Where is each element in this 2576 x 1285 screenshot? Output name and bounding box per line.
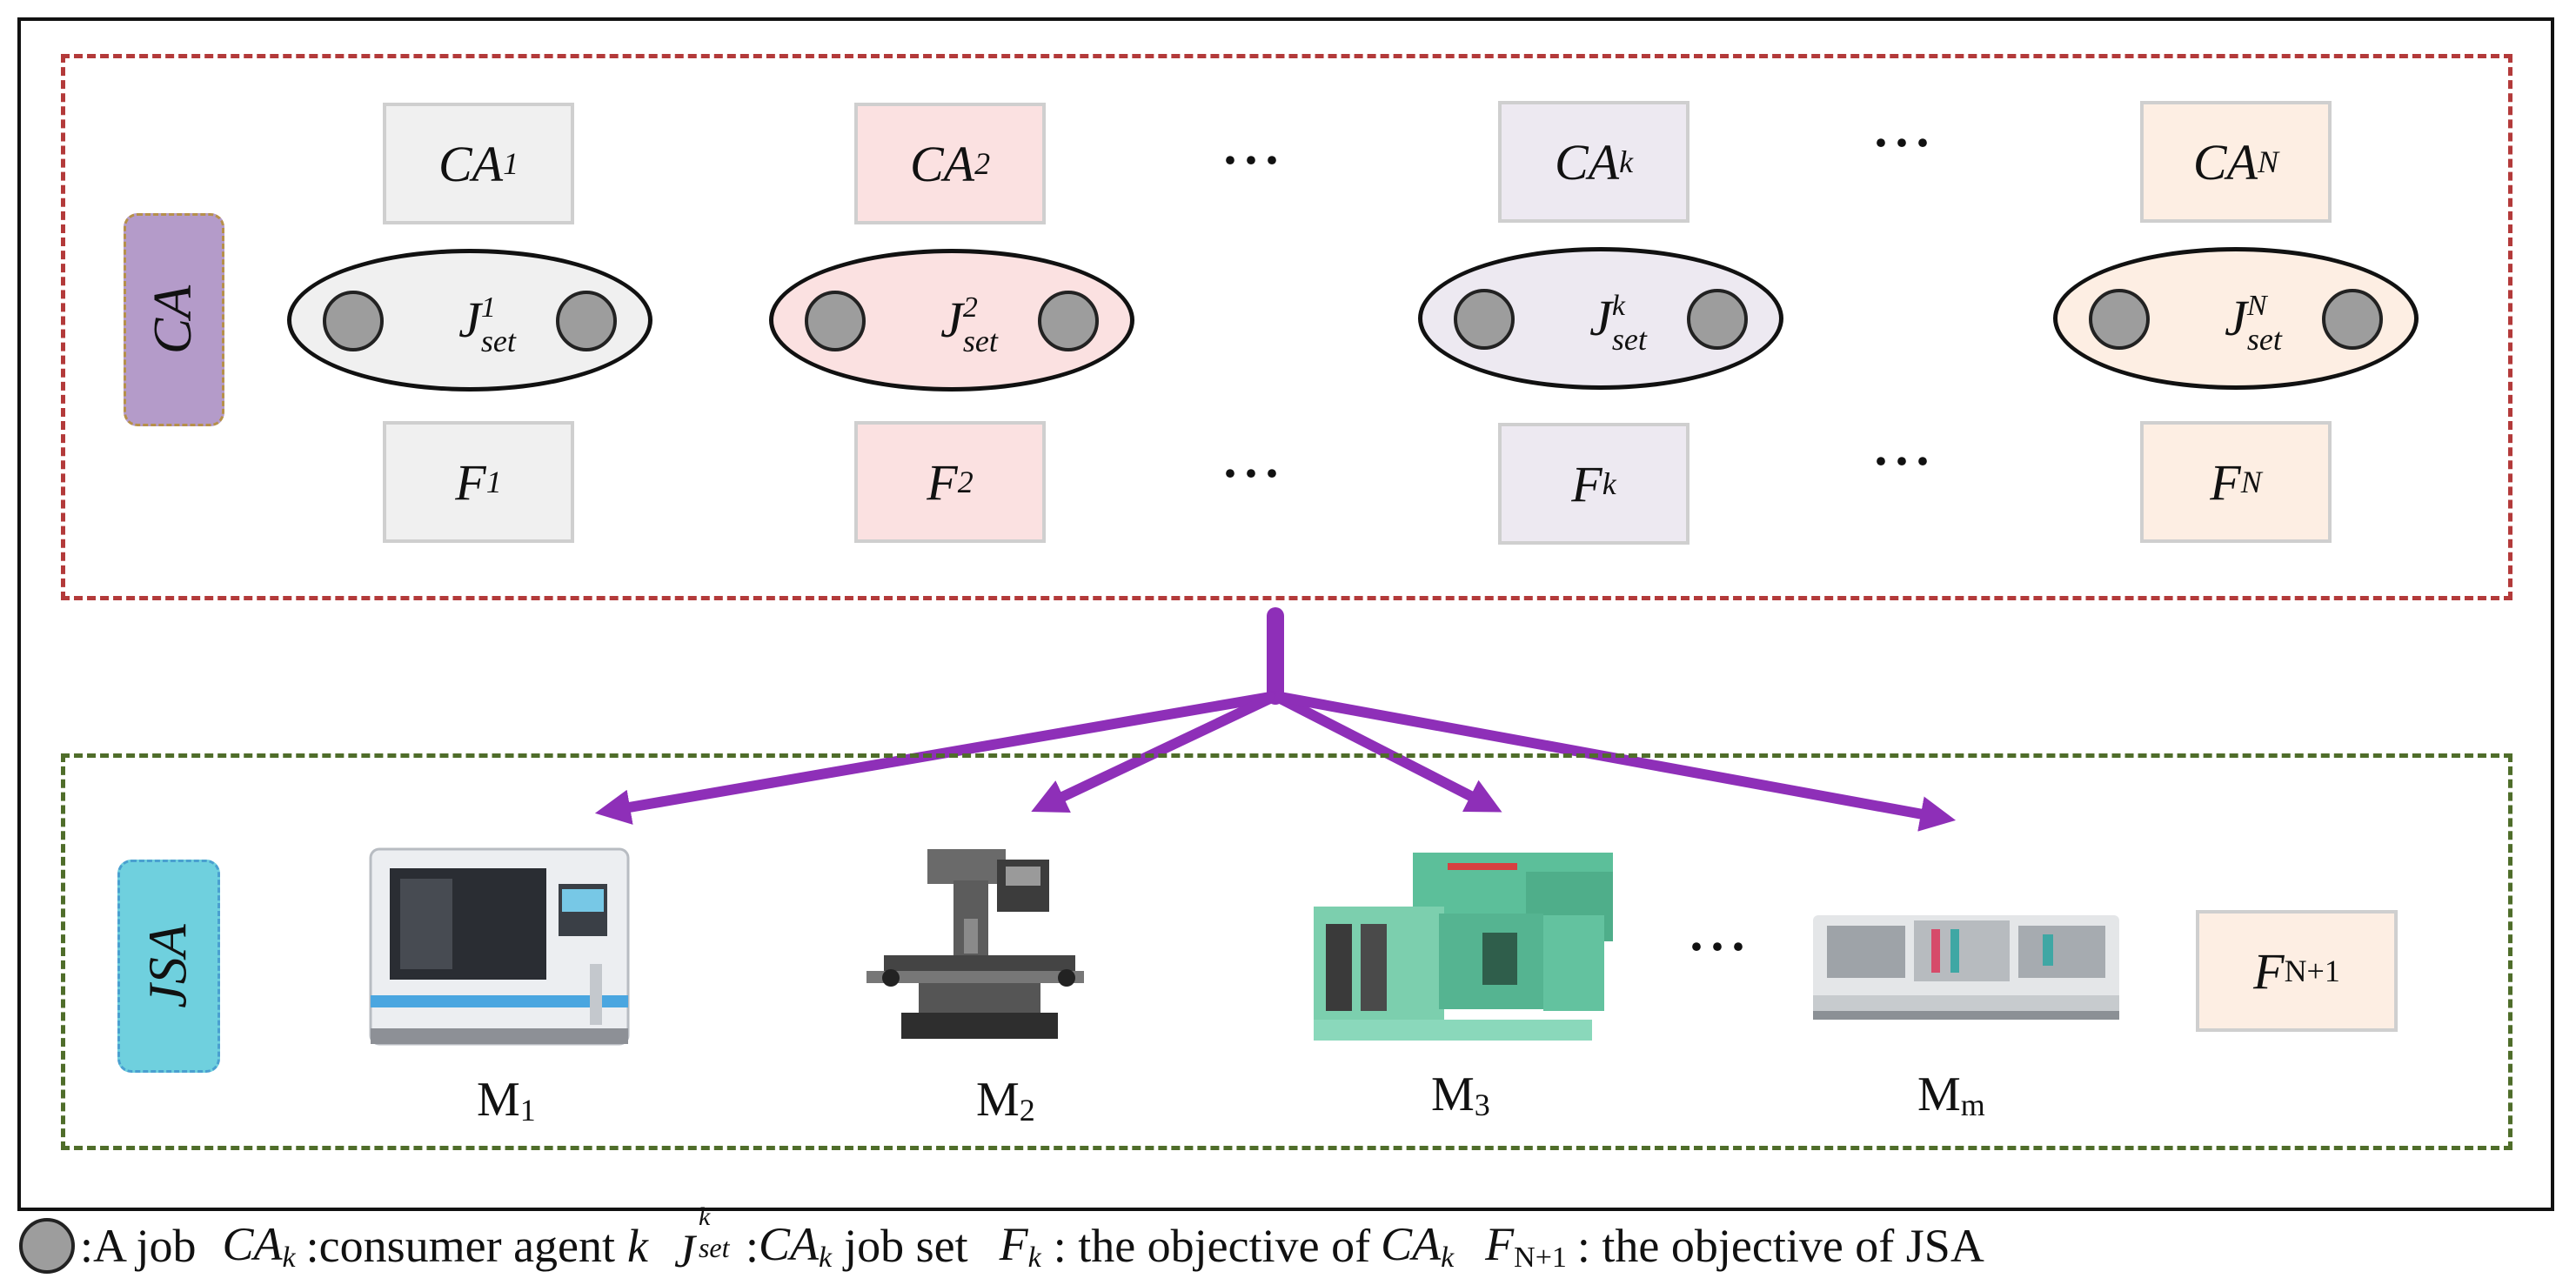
legend-job: :A job (80, 1220, 197, 1272)
milling-machine-icon (866, 849, 1084, 1039)
ca-region-label: CA (124, 213, 224, 426)
ellipsis: ··· (1221, 131, 1285, 189)
cnc-machine-icon (369, 847, 630, 1046)
legend-jset-symbol: J k set (674, 1201, 730, 1277)
legend-ca-symbol: CAk (222, 1218, 296, 1274)
machine-label-2: M2 (976, 1073, 1035, 1128)
legend-jset-ca: CAk (758, 1218, 833, 1274)
job-dot (1038, 291, 1099, 351)
legend-f-ca: CAk (1381, 1218, 1455, 1274)
legend-jset-colon: : (745, 1220, 759, 1272)
arrow-to-m3 (1273, 691, 1502, 813)
legend-fn-symbol: FN+1 (1485, 1218, 1567, 1274)
legend: :A job CAk :consumer agent k J k set : C… (19, 1201, 2559, 1281)
arrow-to-m2 (1031, 691, 1278, 813)
legend-f-symbol: Fk (999, 1218, 1041, 1274)
ellipsis: ··· (1221, 445, 1285, 502)
job-dot (1687, 289, 1748, 350)
job-dot (2089, 289, 2150, 350)
legend-ca-text: :consumer agent (305, 1220, 616, 1272)
legend-jset-text: job set (844, 1220, 968, 1272)
job-dot (556, 291, 617, 351)
job-dot (805, 291, 866, 351)
legend-fn-text: : the objective of JSA (1576, 1220, 1984, 1272)
jsa-region-label: JSA (117, 860, 220, 1073)
ellipsis: ··· (1872, 432, 1936, 490)
job-dot (2322, 289, 2383, 350)
ellipsis: ··· (1688, 918, 1751, 975)
diagram-frame (17, 17, 2554, 1211)
ca-region (61, 54, 2512, 600)
production-line-machine-icon (1813, 915, 2119, 1020)
machine-label-1: M1 (477, 1073, 536, 1128)
machine-label-3: M3 (1431, 1067, 1490, 1122)
legend-f-text: : the objective of (1053, 1220, 1371, 1272)
ellipsis: ··· (1872, 114, 1936, 171)
machine-label-m: Mm (1917, 1067, 1985, 1122)
jsa-region (61, 753, 2512, 1150)
legend-ca-k: k (627, 1220, 648, 1272)
job-dot-icon (19, 1218, 75, 1274)
job-dot (323, 291, 384, 351)
job-dot (1454, 289, 1515, 350)
green-industrial-machine-icon (1314, 853, 1613, 1041)
